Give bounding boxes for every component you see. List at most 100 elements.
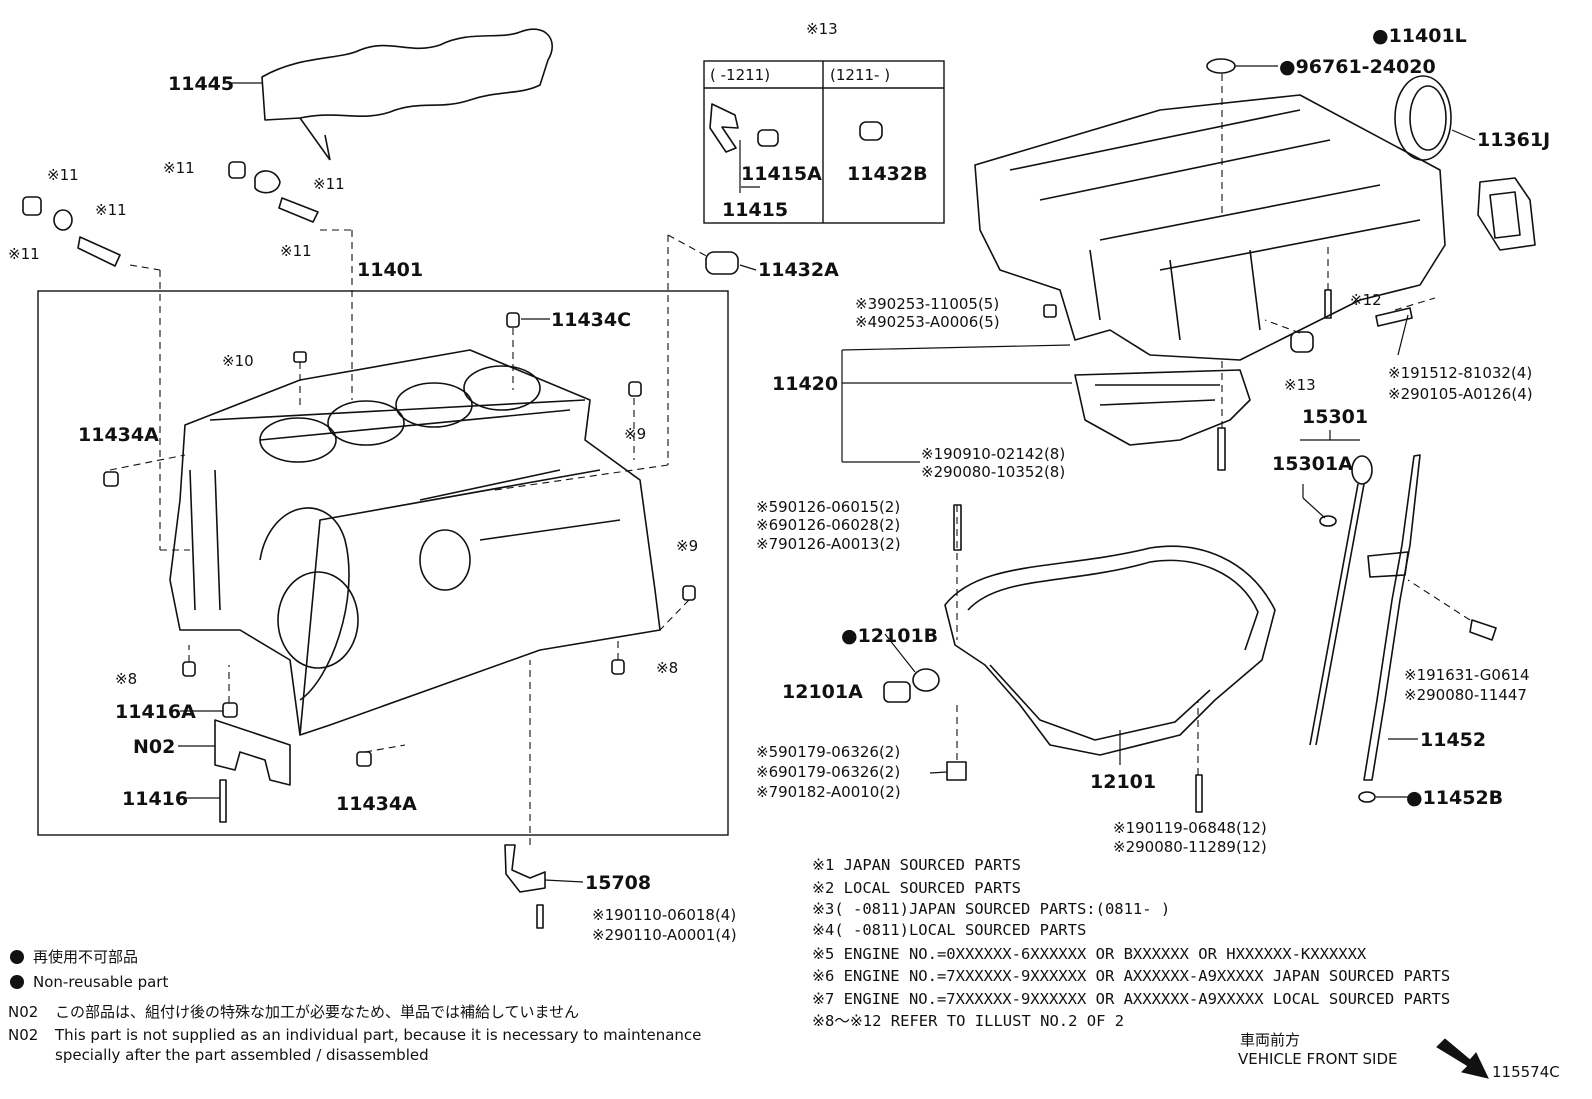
ref-8-a: ※8 (115, 670, 137, 688)
label-96761-24020: ●96761-24020 (1279, 56, 1436, 78)
direction-jp: 車両前方 (1240, 1031, 1300, 1049)
ref-11-d: ※11 (163, 159, 195, 177)
label-11452B: ●11452B (1406, 787, 1503, 809)
bearing-cap (214, 719, 291, 786)
spec-290105: ※290105-A0126(4) (1388, 385, 1533, 403)
nonreusable-dot-icon (10, 975, 24, 989)
spec-290110: ※290110-A0001(4) (592, 926, 737, 944)
diagram-number: 115574C (1492, 1063, 1560, 1081)
label-11434A-left: 11434A (78, 424, 159, 446)
fasteners (22, 103, 1497, 929)
spec-290080-b: ※290080-11447 (1404, 686, 1527, 704)
label-12101: 12101 (1090, 771, 1156, 793)
label-11445: 11445 (168, 73, 234, 95)
spec-290080-a: ※290080-10352(8) (921, 463, 1065, 481)
spec-191512: ※191512-81032(4) (1388, 364, 1532, 382)
ref-9-a: ※9 (624, 425, 646, 443)
spec-190910: ※190910-02142(8) (921, 445, 1065, 463)
label-12101B: ●12101B (841, 625, 938, 647)
variant-box (703, 60, 945, 224)
label-N02: N02 (133, 736, 175, 758)
label-15301: 15301 (1302, 406, 1368, 428)
legend-n02-en-2: specially after the part assembled / dis… (55, 1046, 429, 1064)
front-arrow-icon (1436, 1038, 1489, 1079)
spec-490253: ※490253-A0006(5) (855, 313, 1000, 331)
label-11432A: 11432A (758, 259, 839, 281)
notes-block: ※1 JAPAN SOURCED PARTS ※2 LOCAL SOURCED … (812, 856, 1450, 1030)
label-11416: 11416 (122, 788, 188, 810)
leader-lines (178, 65, 1476, 883)
note-2: ※2 LOCAL SOURCED PARTS (812, 879, 1021, 897)
note-5: ※5 ENGINE NO.=0XXXXXX-6XXXXXX OR BXXXXXX… (812, 945, 1367, 963)
ref-13-top: ※13 (806, 20, 838, 38)
label-11434A-bottom: 11434A (336, 793, 417, 815)
ref-11-a: ※11 (47, 166, 79, 184)
legend: 再使用不可部品 Non-reusable part N02 この部品は、組付け後… (8, 948, 701, 1064)
label-11420: 11420 (772, 373, 838, 395)
spec-590179: ※590179-06326(2) (756, 743, 900, 761)
label-11416A: 11416A (115, 701, 196, 723)
note-3: ※3( -0811)JAPAN SOURCED PARTS:(0811- ) (812, 900, 1170, 918)
legend-n02-jp: この部品は、組付け後の特殊な加工が必要なため、単品では補給していません (55, 1003, 579, 1021)
legend-n02-code: N02 (8, 1003, 38, 1021)
note-7: ※7 ENGINE NO.=7XXXXXX-9XXXXXX OR AXXXXXX… (812, 990, 1450, 1008)
box-column-1: ( -1211) (710, 66, 770, 84)
ref-11-f: ※11 (280, 242, 312, 260)
label-11401L: ●11401L (1372, 25, 1467, 47)
spec-690179: ※690179-06326(2) (756, 763, 900, 781)
legend-n02-code-2: N02 (8, 1026, 38, 1044)
label-11401: 11401 (357, 259, 423, 281)
spec-190110: ※190110-06018(4) (592, 906, 736, 924)
dashed-guides (109, 74, 1471, 845)
oil-level-gauge (1309, 455, 1373, 746)
reference-labels: ※13 ( -1211) (1211- ) ※11 ※11 ※11 ※11 ※1… (8, 20, 1533, 944)
ref-8-b: ※8 (656, 659, 678, 677)
spec-690126: ※690126-06028(2) (756, 516, 900, 534)
water-jacket-spacer (261, 28, 553, 161)
ref-10: ※10 (222, 352, 254, 370)
legend-n02-en-1: This part is not supplied as an individu… (54, 1026, 701, 1044)
oil-pan-upper (974, 94, 1446, 446)
box-column-2: (1211- ) (830, 66, 890, 84)
nonreusable-dot-icon (10, 950, 24, 964)
label-15708: 15708 (585, 872, 651, 894)
o-ring (1206, 58, 1236, 74)
spec-290080-c: ※290080-11289(12) (1113, 838, 1267, 856)
oil-seal (1394, 75, 1452, 161)
ref-11-e: ※11 (313, 175, 345, 193)
note-4: ※4( -0811)LOCAL SOURCED PARTS (812, 921, 1086, 939)
note-1: ※1 JAPAN SOURCED PARTS (812, 856, 1021, 874)
label-11415: 11415 (722, 199, 788, 221)
cylinder-block (169, 349, 661, 736)
legend-nonreusable-en: Non-reusable part (33, 973, 168, 991)
label-11452: 11452 (1420, 729, 1486, 751)
spec-191631: ※191631-G0614 (1404, 666, 1530, 684)
note-6: ※6 ENGINE NO.=7XXXXXX-9XXXXXX OR AXXXXXX… (812, 967, 1450, 985)
spec-390253: ※390253-11005(5) (855, 295, 999, 313)
ref-12: ※12 (1350, 291, 1382, 309)
spec-190119: ※190119-06848(12) (1113, 819, 1267, 837)
spec-590126: ※590126-06015(2) (756, 498, 900, 516)
oil-pan-lower (944, 545, 1276, 756)
label-11415A: 11415A (741, 163, 822, 185)
cylinder-block-frame (37, 290, 729, 836)
label-11434C: 11434C (551, 309, 631, 331)
ref-11-b: ※11 (8, 245, 40, 263)
service-hole-cover (1477, 177, 1536, 251)
label-11361J: 11361J (1477, 129, 1550, 151)
label-12101A: 12101A (782, 681, 863, 703)
spec-790182: ※790182-A0010(2) (756, 783, 901, 801)
legend-nonreusable-jp: 再使用不可部品 (33, 948, 138, 966)
dipstick-guide (1363, 454, 1421, 781)
ref-11-c: ※11 (95, 201, 127, 219)
direction-en: VEHICLE FRONT SIDE (1238, 1050, 1398, 1068)
ref-13-b: ※13 (1284, 376, 1316, 394)
note-8: ※8～※12 REFER TO ILLUST NO.2 OF 2 (812, 1012, 1124, 1030)
ref-9-b: ※9 (676, 537, 698, 555)
vehicle-direction: 車両前方 VEHICLE FRONT SIDE 115574C (1238, 1031, 1560, 1081)
spec-790126: ※790126-A0013(2) (756, 535, 901, 553)
label-11432B: 11432B (847, 163, 928, 185)
part-labels: 11445 11401 11434C 11432A 11434A 11434A … (78, 25, 1550, 894)
label-15301A: 15301A (1272, 453, 1353, 475)
